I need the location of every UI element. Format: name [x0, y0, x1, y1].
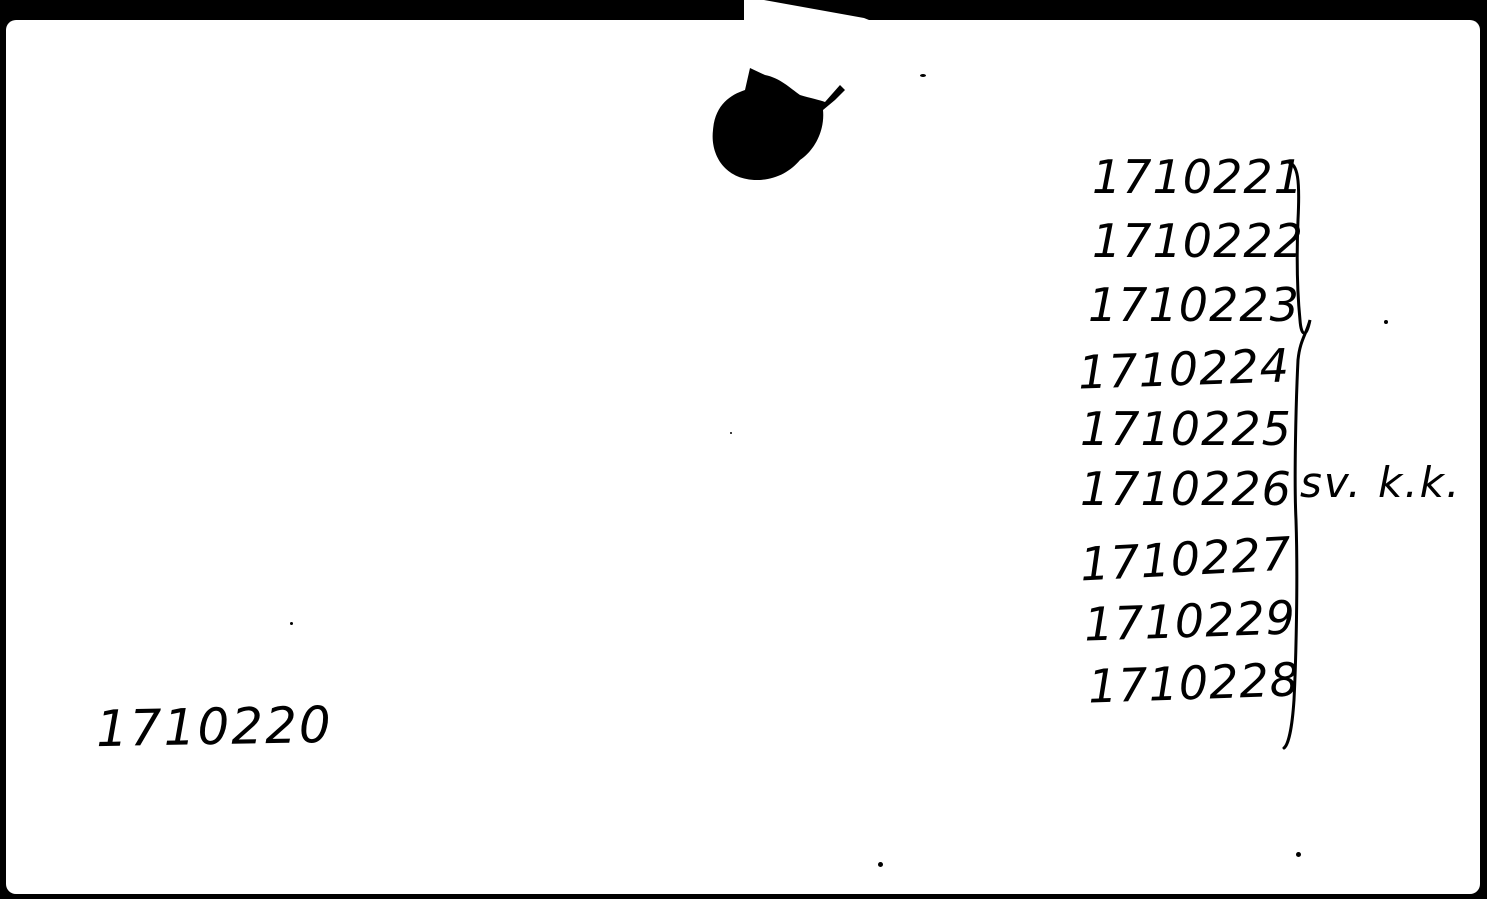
ink-speck — [730, 432, 732, 434]
list-item: 1710226 — [1080, 462, 1292, 516]
ink-speck — [878, 862, 883, 867]
card-left-number: 1710220 — [95, 695, 334, 759]
punch-hole — [712, 68, 845, 180]
list-item: 1710229 — [1083, 590, 1297, 652]
ink-speck — [1296, 852, 1301, 857]
ink-speck — [920, 74, 926, 77]
list-item: 1710225 — [1080, 402, 1292, 456]
list-item: 1710223 — [1088, 278, 1300, 332]
list-item: 1710222 — [1092, 214, 1304, 268]
brace-label: sv. k.k. — [1300, 458, 1462, 507]
right-brace — [1282, 160, 1312, 750]
list-item: 1710224 — [1077, 338, 1291, 400]
list-item: 1710221 — [1092, 150, 1304, 204]
list-item: 1710228 — [1087, 652, 1301, 714]
ink-speck — [290, 622, 293, 625]
card-top-tear — [744, 0, 874, 22]
list-item: 1710227 — [1078, 526, 1294, 592]
ink-speck — [1384, 320, 1388, 324]
